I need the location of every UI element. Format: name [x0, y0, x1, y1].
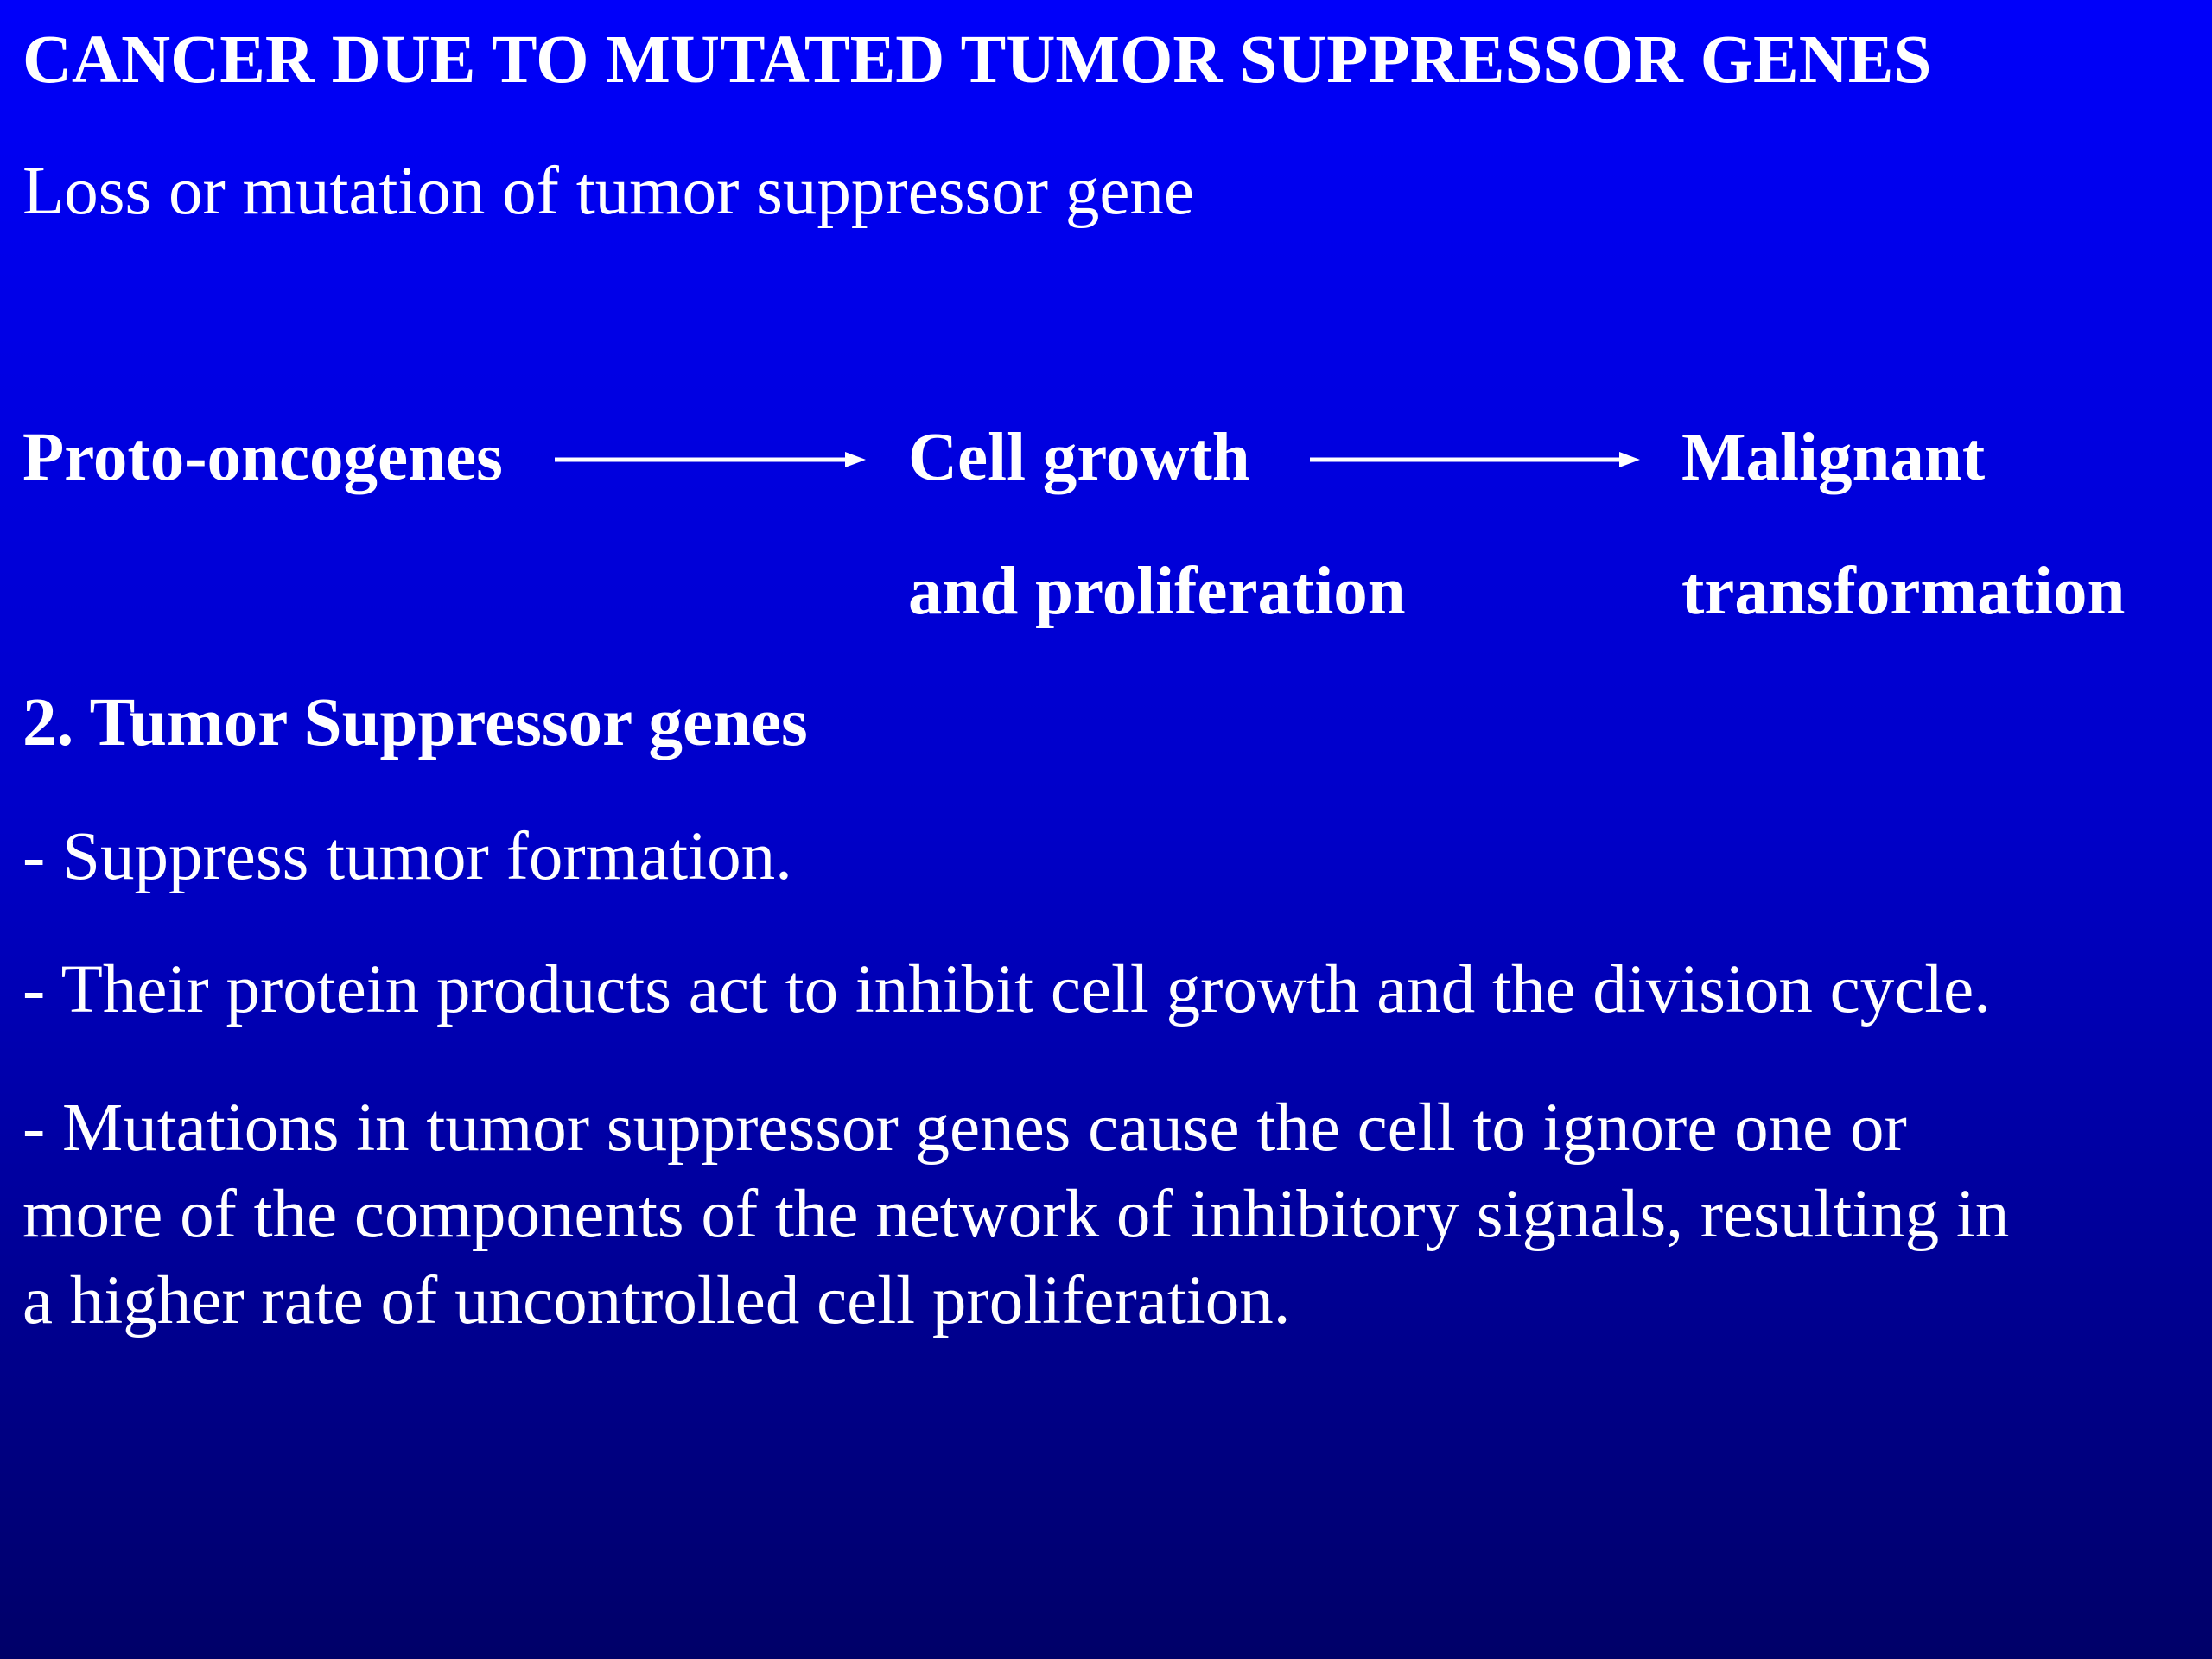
section-heading: 2. Tumor Suppressor genes	[22, 685, 808, 760]
flow-node-cell-growth-line2: and proliferation	[908, 554, 1406, 629]
paragraph-line: more of the components of the network of…	[22, 1177, 2010, 1252]
slide-title: CANCER DUE TO MUTATED TUMOR SUPPRESSOR G…	[22, 22, 1932, 98]
flow-node-cell-growth: Cell growth	[908, 420, 1250, 495]
mutation-paragraph: - Mutations in tumor suppressor genes ca…	[22, 1085, 2183, 1344]
flow-node-malignant-line2: transformation	[1681, 554, 2126, 629]
paragraph-line: a higher rate of uncontrolled cell proli…	[22, 1263, 1291, 1338]
flow-node-proto-oncogenes: Proto-oncogenes	[22, 420, 503, 495]
right-arrow-icon	[555, 452, 866, 467]
right-arrow-icon	[1310, 452, 1640, 467]
bullet-item: - Their protein products act to inhibit …	[22, 952, 1992, 1027]
bullet-item: - Suppress tumor formation.	[22, 819, 792, 894]
paragraph-line: - Mutations in tumor suppressor genes ca…	[22, 1090, 1907, 1166]
flow-node-malignant: Malignant	[1681, 420, 1986, 495]
slide-subtitle: Loss or mutation of tumor suppressor gen…	[22, 154, 1194, 229]
